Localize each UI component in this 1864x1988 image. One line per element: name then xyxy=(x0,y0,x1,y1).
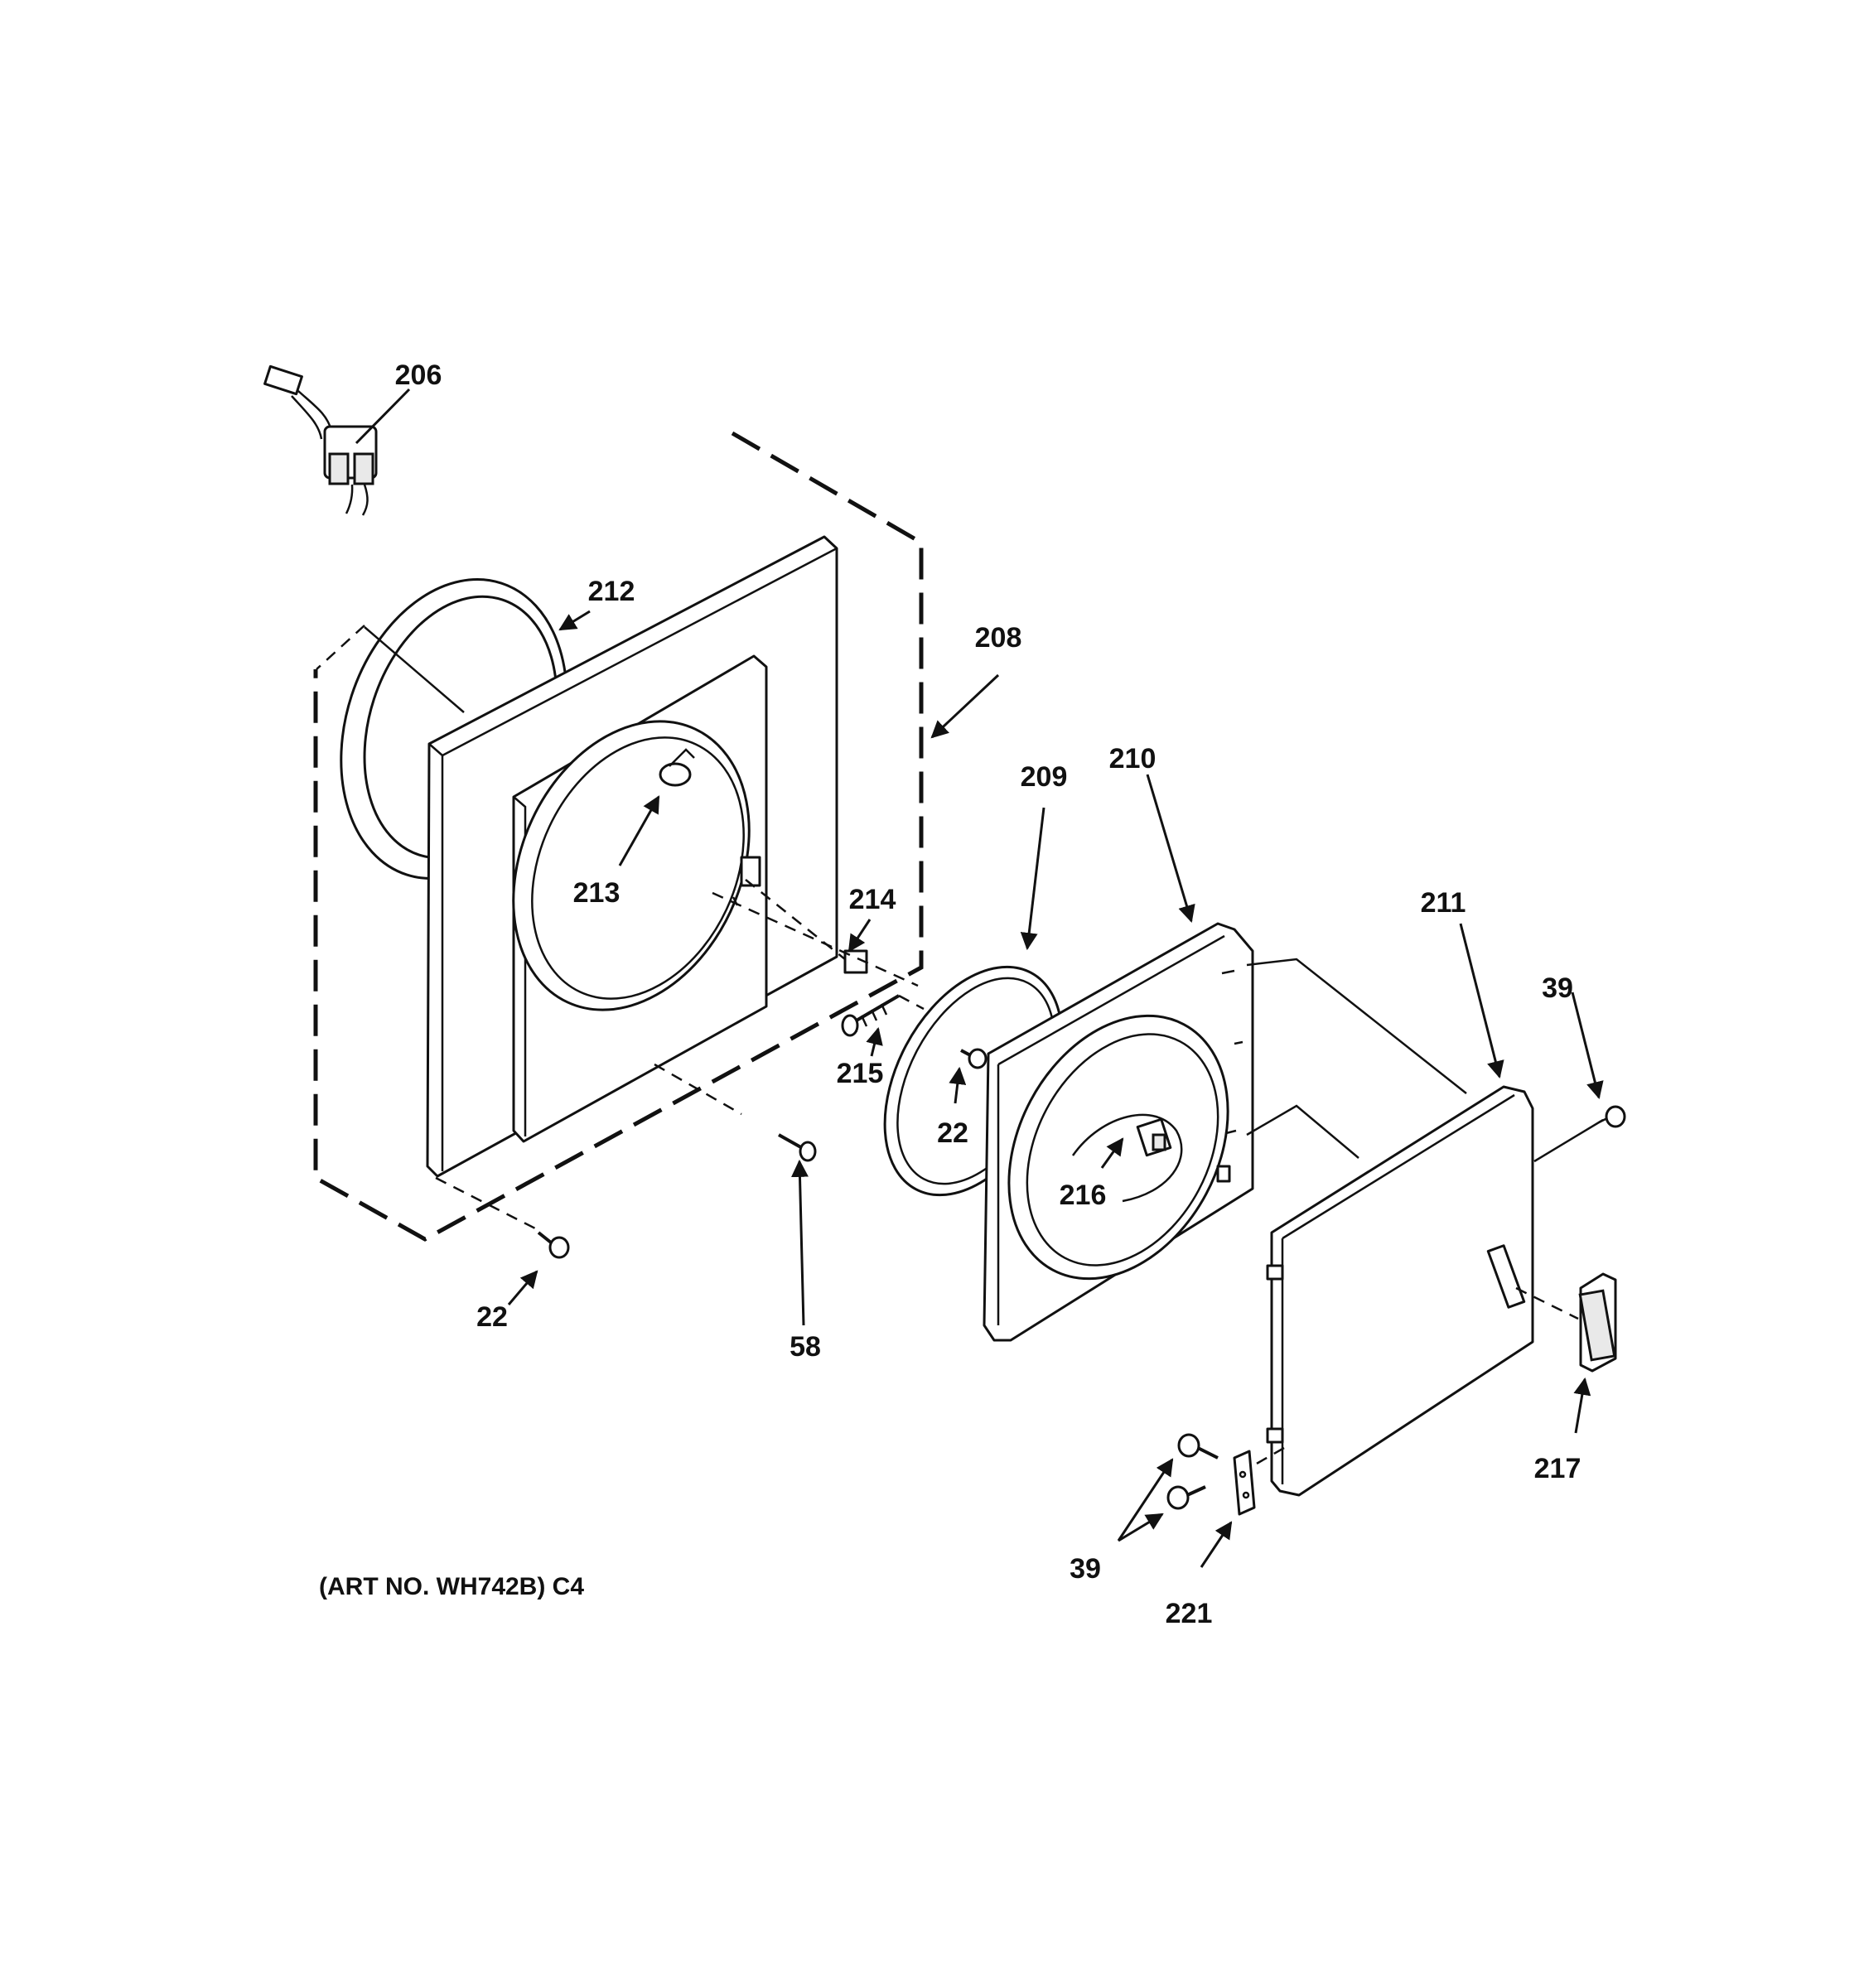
part-208-assembly-outline xyxy=(313,431,924,1242)
callout-221: 221 xyxy=(1166,1598,1213,1629)
part-221-hinge xyxy=(1233,1450,1256,1516)
callout-206: 206 xyxy=(395,359,442,391)
callout-39-low: 39 xyxy=(1070,1553,1101,1585)
callout-208: 208 xyxy=(975,622,1022,654)
callout-217: 217 xyxy=(1534,1453,1582,1484)
callout-216: 216 xyxy=(1060,1180,1107,1211)
part-206-wire-harness xyxy=(263,364,378,516)
part-39-screw-top xyxy=(1598,1105,1626,1128)
callout-22-mid: 22 xyxy=(937,1117,968,1149)
callout-209: 209 xyxy=(1021,761,1068,793)
art-number-caption: (ART NO. WH742B) C4 xyxy=(319,1573,584,1600)
callout-215: 215 xyxy=(837,1058,884,1089)
callout-58: 58 xyxy=(790,1331,821,1363)
callout-211: 211 xyxy=(1421,887,1466,919)
part-22-screw-mid xyxy=(960,1048,988,1069)
part-39-screws-lower xyxy=(1166,1433,1219,1510)
callout-22-low: 22 xyxy=(476,1301,508,1333)
callout-39-top: 39 xyxy=(1542,972,1573,1004)
front-panel xyxy=(426,535,919,1232)
part-22-screw-lower xyxy=(537,1231,570,1259)
part-216-door-catch xyxy=(1136,1117,1172,1157)
part-215-screw xyxy=(841,994,925,1037)
callout-214: 214 xyxy=(849,884,896,915)
part-213-lamp xyxy=(659,748,695,787)
part-58-screw xyxy=(778,1133,817,1162)
part-211-outer-door xyxy=(1254,1085,1604,1497)
callout-212: 212 xyxy=(588,576,635,607)
leader-lines xyxy=(355,388,1604,1568)
callout-213: 213 xyxy=(573,877,621,909)
callout-210: 210 xyxy=(1109,743,1157,774)
part-217-door-handle xyxy=(1578,1272,1617,1373)
callout-labels: 206 212 208 209 210 213 214 211 39 215 2… xyxy=(395,359,1582,1629)
